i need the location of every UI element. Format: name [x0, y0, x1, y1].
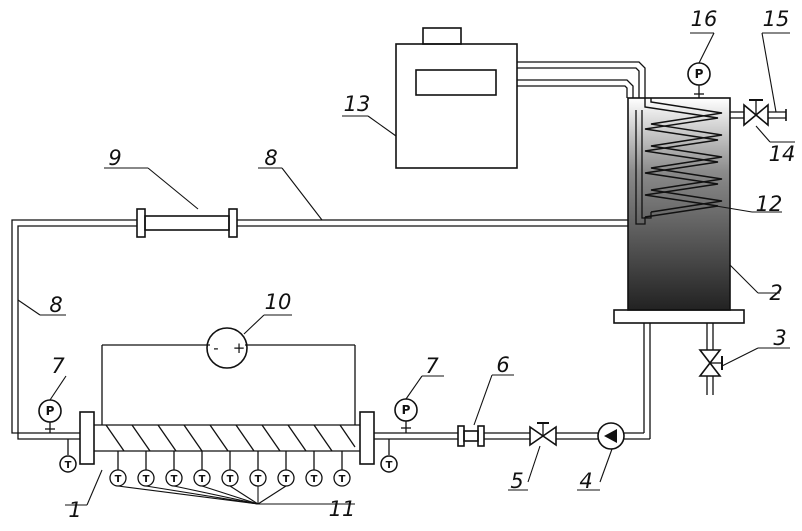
wall-sensor-symbol: T [339, 474, 346, 485]
power-plus-symbol: + [233, 339, 246, 357]
wall-sensor-symbol: T [171, 474, 178, 485]
pump-4 [597, 422, 625, 450]
label-5: 5 [510, 469, 523, 493]
label-6: 6 [496, 353, 509, 377]
cooling-coil-12 [635, 98, 723, 225]
label-4: 4 [579, 469, 592, 493]
label-13: 13 [344, 92, 371, 116]
label-3: 3 [773, 326, 786, 350]
drain-valve-3 [698, 323, 723, 395]
outlet-valve-14 [730, 99, 787, 127]
temp-sensor-inlet [59, 439, 77, 473]
cooling-unit-13 [395, 27, 646, 169]
label-8-left: 8 [49, 293, 62, 317]
wall-sensor-symbol: T [255, 474, 262, 485]
pipe-bottom-right [374, 323, 651, 440]
pipe-top-line [237, 219, 628, 227]
wall-sensor-symbol: T [115, 474, 122, 485]
gauge-16-symbol: P [695, 67, 704, 81]
wall-sensor-symbol: T [283, 474, 290, 485]
pipe-left-loop [11, 219, 137, 440]
label-9: 9 [108, 146, 121, 170]
wall-sensor-symbol: T [199, 474, 206, 485]
temp-inlet-symbol: T [65, 460, 72, 471]
temp-outlet-symbol: T [386, 460, 393, 471]
label-15: 15 [763, 7, 790, 31]
heater-hatching [105, 424, 356, 452]
wall-sensor-symbol: T [143, 474, 150, 485]
label-8-top: 8 [264, 146, 277, 170]
label-7-left: 7 [51, 354, 65, 378]
pump-arrow-icon [604, 429, 617, 443]
leader-lines [17, 32, 795, 506]
temp-sensor-outlet [380, 439, 398, 473]
label-16: 16 [691, 7, 718, 31]
wall-sensor-symbol: T [311, 474, 318, 485]
label-11: 11 [329, 497, 356, 521]
label-12: 12 [756, 192, 783, 216]
label-14: 14 [769, 142, 796, 166]
tank-2 [613, 97, 745, 324]
power-supply-10 [206, 327, 248, 369]
valve-5 [529, 422, 557, 447]
label-1: 1 [68, 498, 81, 522]
flange-6 [457, 425, 485, 447]
gauge-7-left-symbol: P [46, 404, 55, 418]
label-7-right: 7 [425, 354, 439, 378]
flowmeter-9 [136, 208, 238, 238]
test-section-1 [79, 344, 375, 465]
gauge-7-right-symbol: P [402, 403, 411, 417]
power-minus-symbol: - [213, 339, 218, 357]
wall-sensor-symbol: T [227, 474, 234, 485]
label-2: 2 [769, 281, 782, 305]
label-10: 10 [265, 290, 292, 314]
